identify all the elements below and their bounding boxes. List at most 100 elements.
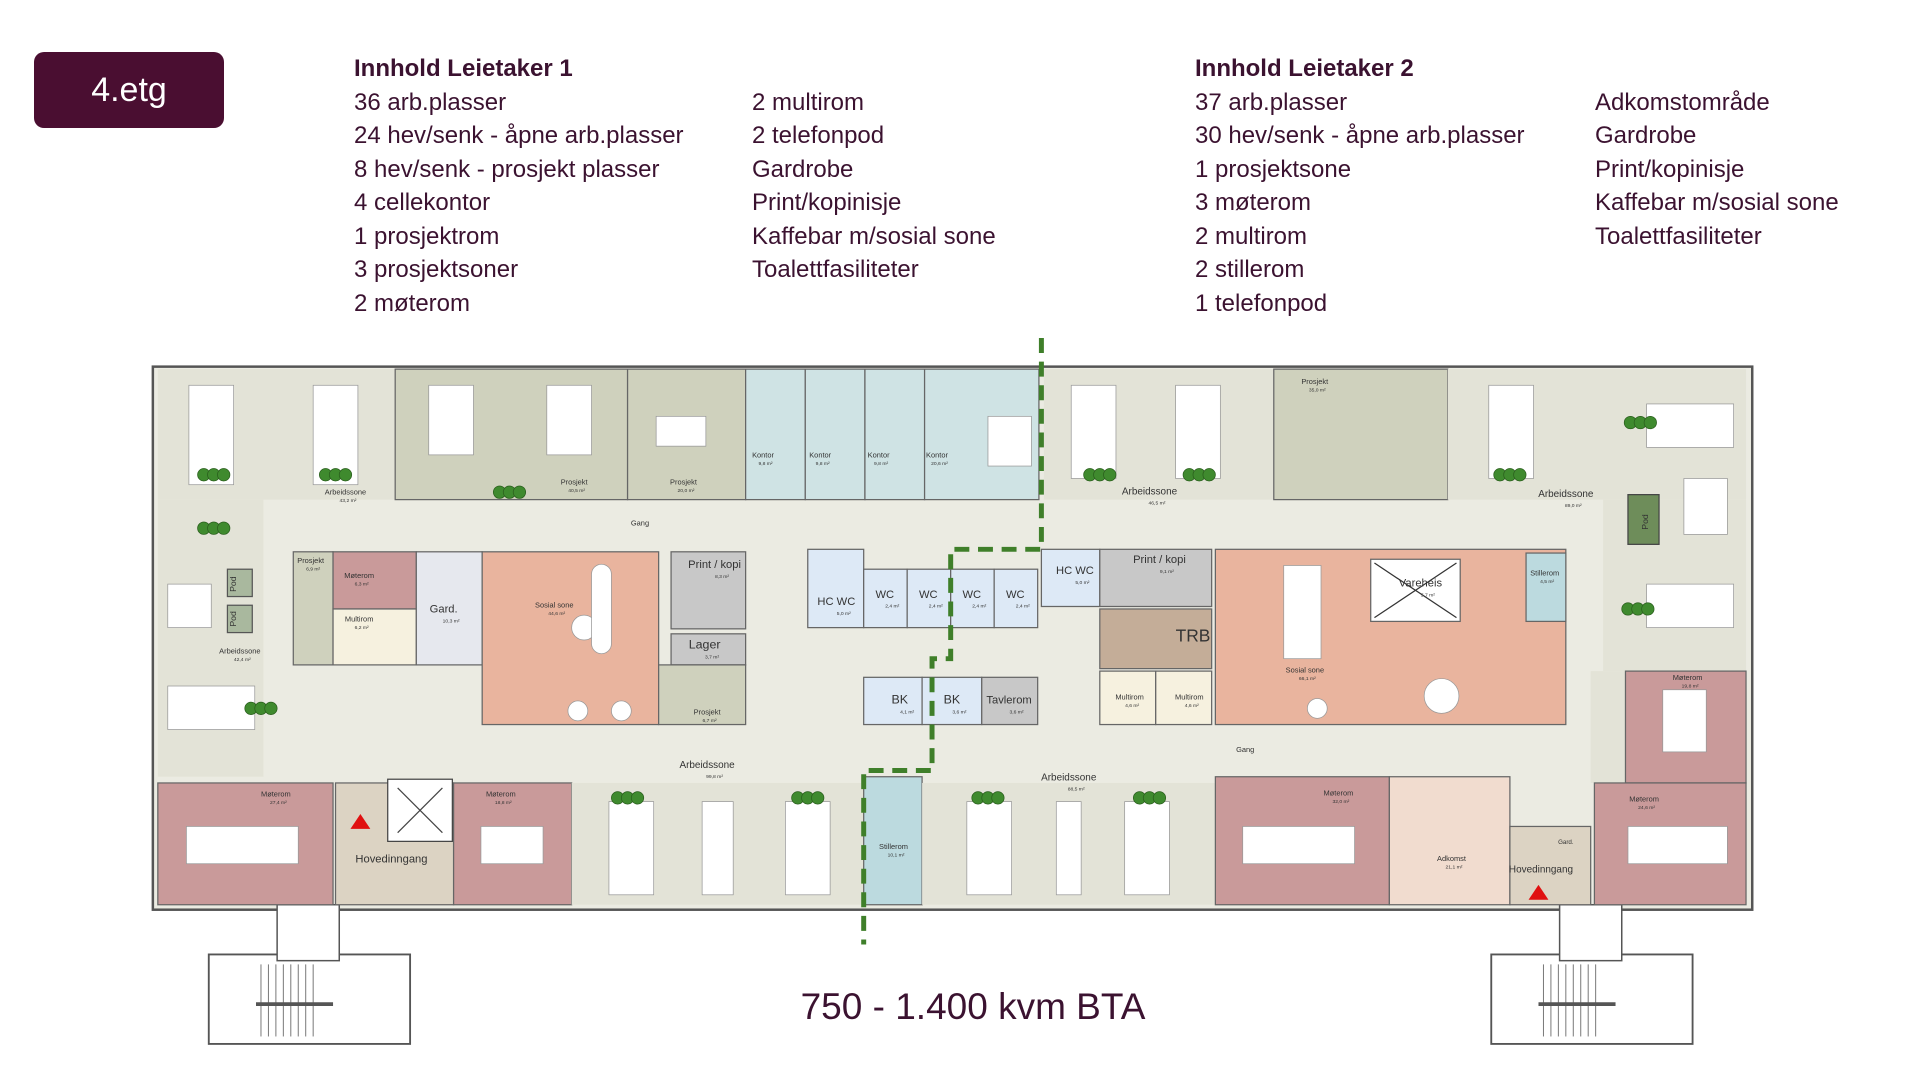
room-label: Arbeidssone <box>1122 487 1178 498</box>
room-label: Stillerom <box>879 842 908 851</box>
room-area: 2,4 m² <box>885 604 899 610</box>
room-label: BK <box>891 692 908 706</box>
room-label: Prosjekt <box>670 478 698 487</box>
room-label: Multirom <box>1175 693 1204 702</box>
stair-landing <box>1558 903 1623 962</box>
desk <box>167 583 212 628</box>
room-label: Prosjekt <box>694 708 722 717</box>
room-label: WC <box>876 589 895 601</box>
tenant2-list-a: Innhold Leietaker 2 37 arb.plasser 30 he… <box>1195 52 1525 320</box>
room-area: 9,1 m² <box>1160 569 1174 575</box>
room-area: 43,2 m² <box>340 498 357 504</box>
room-label: Sosial sone <box>535 601 573 610</box>
room-wc <box>863 568 908 629</box>
tenant2-item: Toalettfasiliteter <box>1595 222 1762 250</box>
tenant2-item: 3 møterom <box>1195 189 1312 216</box>
room-area: 18,8 m² <box>495 800 512 806</box>
room-label: Kontor <box>809 450 831 459</box>
entrance-marker-icon <box>1528 884 1549 900</box>
tenant1-item: 36 arb.plasser <box>354 88 507 116</box>
room-hc-wc <box>807 548 865 629</box>
room-label: Møterom <box>1673 673 1703 682</box>
work-area <box>1590 671 1626 783</box>
room-area: 9,8 m² <box>816 461 830 467</box>
room-label: Lager <box>689 638 721 652</box>
tenant1-list-a: Innhold Leietaker 1 36 arb.plasser 24 he… <box>354 52 684 320</box>
room-area: 4,6 m² <box>1185 703 1199 709</box>
stair-landing <box>276 903 341 962</box>
room-trb <box>1099 608 1213 670</box>
room-label: Tavlerom <box>986 694 1031 706</box>
desk <box>428 384 474 456</box>
room-label: Møterom <box>344 571 374 580</box>
room-label: Møterom <box>261 790 291 799</box>
desk <box>966 801 1012 896</box>
room-label: Kontor <box>926 450 948 459</box>
pod <box>1627 494 1660 545</box>
zone-label: Gard. <box>1558 839 1574 846</box>
tenant1-list-b: 2 multirom 2 telefonpod Gardrobe Print/k… <box>752 86 996 287</box>
room-label: Møterom <box>1629 795 1659 804</box>
room-area: 10,1 m² <box>888 852 905 858</box>
room-label: Gard. <box>430 604 458 616</box>
plant <box>217 468 231 482</box>
room-hovedinngang <box>1509 825 1592 906</box>
area-summary: 750 - 1.400 kvm BTA <box>800 986 1146 1027</box>
room-tavlerom <box>981 676 1039 726</box>
room-wc <box>993 568 1039 629</box>
zone-label: Pod <box>228 576 238 592</box>
room-area: 6,2 m² <box>355 625 369 631</box>
room-label: Print / kopi <box>688 559 741 571</box>
tenant1-item: Toalettfasiliteter <box>752 256 919 283</box>
desk <box>312 384 359 486</box>
room-label: Møterom <box>1324 788 1354 797</box>
room-prosjekt <box>1273 368 1449 501</box>
tenant2-item: 30 hev/senk - åpne arb.plasser <box>1195 122 1525 149</box>
room-area: 99,8 m² <box>706 774 723 780</box>
room-area: 9,8 m² <box>874 461 888 467</box>
plant <box>1202 468 1216 482</box>
room-area: 88,5 m² <box>1068 786 1085 792</box>
room-wc <box>906 568 952 629</box>
room-gard <box>415 551 483 666</box>
room-label: WC <box>919 589 938 601</box>
bar-counter <box>591 563 612 655</box>
tenant1-item: Kaffebar m/sosial sone <box>752 222 996 250</box>
stairwell <box>207 953 412 1045</box>
tenant1-item: 4 cellekontor <box>354 189 491 216</box>
plant <box>1103 468 1117 482</box>
room-label: TRB <box>1176 625 1211 645</box>
room-area: 40,5 m² <box>568 488 585 494</box>
desk <box>608 801 655 896</box>
desk <box>785 801 831 896</box>
plant <box>217 521 231 535</box>
tenant2-item: 37 arb.plasser <box>1195 88 1348 116</box>
desk <box>987 415 1032 467</box>
room-area: 4,6 m² <box>1125 703 1139 709</box>
room-label: HC WC <box>1056 565 1094 577</box>
room-label: Adkomst <box>1437 854 1467 863</box>
room-area: 10,3 m² <box>443 619 460 625</box>
room-prosjekt <box>658 664 747 726</box>
room-kontor <box>804 368 866 501</box>
room-label: Arbeidssone <box>325 488 366 497</box>
tenant2-item: Print/kopinisje <box>1595 155 1745 183</box>
desk <box>1683 478 1728 535</box>
desk <box>1646 403 1734 448</box>
room-area: 2,4 m² <box>929 604 943 610</box>
desk <box>1488 384 1534 479</box>
room-sosial-sone <box>481 551 660 726</box>
tenant2-title: Innhold Leietaker 2 <box>1195 55 1414 82</box>
room-area: 20,0 m² <box>678 488 695 494</box>
room-label: Arbeidssone <box>219 647 260 656</box>
zone-label: Pod <box>228 611 238 627</box>
desk <box>186 826 299 865</box>
room-stillerom <box>863 776 923 906</box>
tenant1-item: 2 multirom <box>752 88 865 116</box>
desk <box>701 801 734 896</box>
room-print-kopi <box>670 551 747 630</box>
table <box>1423 678 1460 714</box>
tenant1-item: 1 prosjektrom <box>354 222 500 250</box>
room-area: 27,4 m² <box>270 800 287 806</box>
desk <box>1055 801 1082 896</box>
